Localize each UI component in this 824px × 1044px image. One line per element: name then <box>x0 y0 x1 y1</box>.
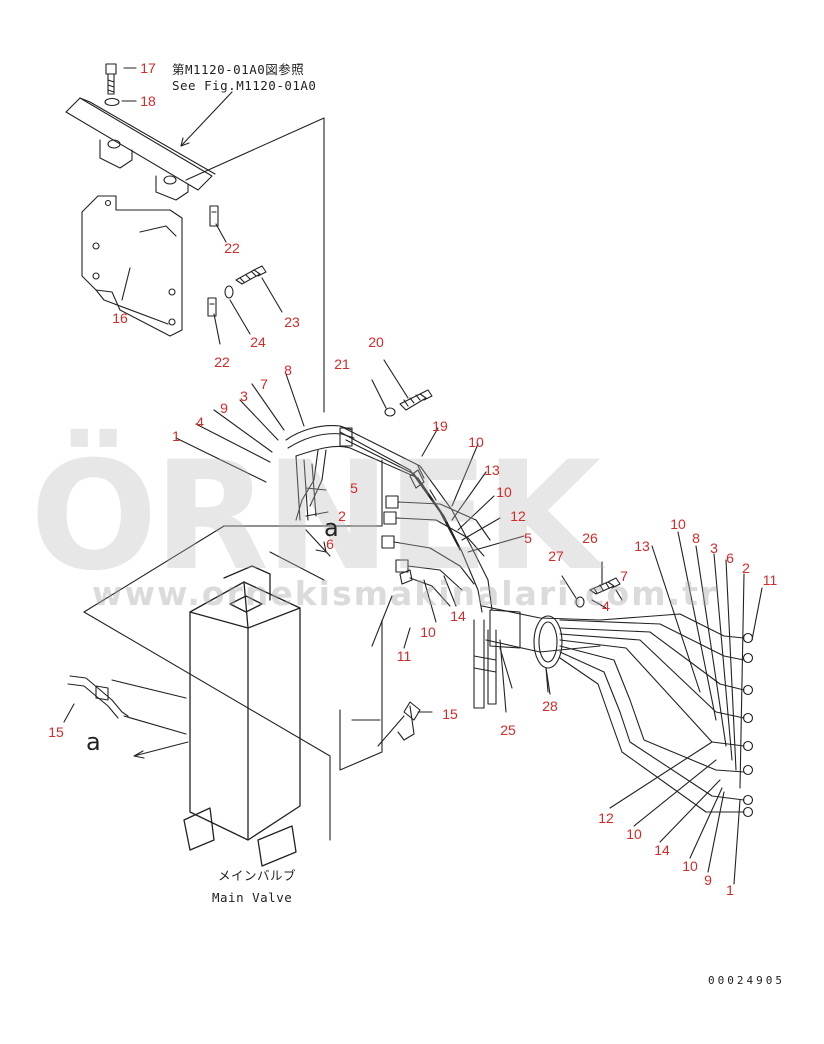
bracket-25 <box>473 619 497 709</box>
callout-c10c: 10 <box>420 624 436 640</box>
callout-c13a: 13 <box>484 462 500 478</box>
callout-c4a: 4 <box>196 414 204 430</box>
callout-c28: 28 <box>542 698 558 714</box>
view-letter-a-left: a <box>86 728 101 756</box>
callout-c14a: 14 <box>450 608 466 624</box>
clip-22-upper <box>209 205 219 227</box>
main-valve <box>183 565 301 867</box>
bolt-26 <box>589 577 621 595</box>
callout-c8a: 8 <box>284 362 292 378</box>
callout-c11b: 11 <box>762 572 778 588</box>
washer-18 <box>104 97 120 107</box>
bolt-23 <box>235 265 267 285</box>
callout-c2a: 2 <box>338 508 346 524</box>
callout-c18: 18 <box>140 93 156 109</box>
callout-c3a: 3 <box>240 388 248 404</box>
bolt-17 <box>105 63 117 95</box>
clip-22-lower <box>207 297 217 317</box>
callout-c7b: 7 <box>620 568 628 584</box>
fitting-15-left <box>67 675 129 719</box>
callout-c9a: 9 <box>220 400 228 416</box>
callout-c14b: 14 <box>654 842 670 858</box>
callout-c22b: 22 <box>214 354 230 370</box>
drawing-number: 00024905 <box>708 974 785 987</box>
callout-c9b: 9 <box>704 872 712 888</box>
callout-c25: 25 <box>500 722 516 738</box>
valve-caption-jp: メインバルブ <box>218 868 297 883</box>
callout-c22a: 22 <box>224 240 240 256</box>
watermark-url: www.ornekismakinalari.com.tr <box>92 574 719 613</box>
callout-c27: 27 <box>548 548 564 564</box>
reference-note-en: See Fig.M1120-01A0 <box>172 78 317 93</box>
callout-c2b: 2 <box>742 560 750 576</box>
callout-c4b: 4 <box>602 598 610 614</box>
callout-c3b: 3 <box>710 540 718 556</box>
callout-c12b: 12 <box>598 810 614 826</box>
callout-c5a: 5 <box>350 480 358 496</box>
reference-leader <box>180 91 233 147</box>
watermark-brand: ÖRNEK <box>30 430 601 604</box>
callout-c26: 26 <box>582 530 598 546</box>
callout-c11a: 11 <box>396 648 412 664</box>
callout-c17: 17 <box>140 60 156 76</box>
cover-bracket <box>65 97 216 201</box>
callout-c7a: 7 <box>260 376 268 392</box>
callout-c10d: 10 <box>670 516 686 532</box>
callout-c6a: 6 <box>326 536 334 552</box>
callout-c10a: 10 <box>468 434 484 450</box>
valve-caption-en: Main Valve <box>212 890 293 905</box>
callout-c13b: 13 <box>634 538 650 554</box>
view-letter-a-upper: a <box>324 514 339 542</box>
callout-c10f: 10 <box>682 858 698 874</box>
reference-note-jp: 第M1120-01A0図参照 <box>172 62 305 77</box>
washer-21 <box>384 407 396 417</box>
callout-c10b: 10 <box>496 484 512 500</box>
washer-27 <box>575 596 585 608</box>
callout-c23: 23 <box>284 314 300 330</box>
callout-c15b: 15 <box>442 706 458 722</box>
callout-c10e: 10 <box>626 826 642 842</box>
clamp-28 <box>533 615 563 669</box>
callout-c15a: 15 <box>48 724 64 740</box>
callout-c5b: 5 <box>524 530 532 546</box>
callout-c1b: 1 <box>726 882 734 898</box>
callout-c19: 19 <box>432 418 448 434</box>
hose-bundle-right <box>559 613 754 818</box>
washer-24 <box>224 285 234 299</box>
bolt-20 <box>399 389 433 411</box>
callout-c16: 16 <box>112 310 128 326</box>
callout-c12a: 12 <box>510 508 526 524</box>
callout-c6b: 6 <box>726 550 734 566</box>
callout-c1a: 1 <box>172 428 180 444</box>
callout-c21: 21 <box>334 356 350 372</box>
hose-harness <box>285 425 493 613</box>
callout-c20: 20 <box>368 334 384 350</box>
fitting-15-right <box>397 701 421 741</box>
callout-c8b: 8 <box>692 530 700 546</box>
callout-c24: 24 <box>250 334 266 350</box>
mounting-plate-16 <box>81 195 183 337</box>
